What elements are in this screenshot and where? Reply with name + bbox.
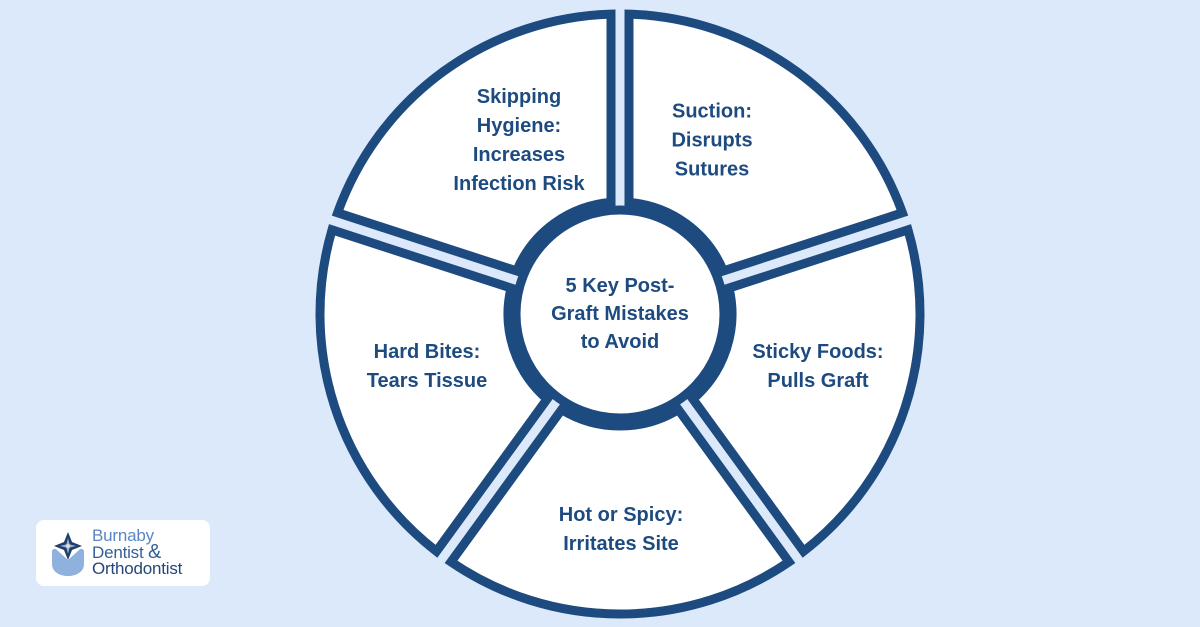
segment-shape-skipping-hygiene <box>331 9 616 277</box>
hub-circle <box>511 205 729 423</box>
segment-shape-sticky-foods <box>686 224 925 558</box>
brand-line-1: Burnaby <box>92 526 154 545</box>
segment-suction: Suction: Disrupts Sutures <box>671 100 753 181</box>
segment-shape-suction <box>624 9 909 277</box>
segment-shape-hard-bites <box>315 224 554 558</box>
hub-title: 5 Key Post- Graft Mistakes to Avoid <box>551 275 689 353</box>
brand-line-2: Dentist & <box>92 541 182 563</box>
brand-logo: Burnaby Dentist & Orthodontist <box>36 520 210 586</box>
brand-ampersand: & <box>148 541 162 563</box>
brand-line-3: Orthodontist <box>92 559 183 578</box>
segment-sticky-foods: Sticky Foods: Pulls Graft <box>752 341 884 392</box>
brand-name: Burnaby Dentist & Orthodontist <box>92 526 183 578</box>
segment-hard-bites: Hard Bites: Tears Tissue <box>366 341 488 392</box>
star-tooth-icon <box>52 532 84 576</box>
segment-skipping-hygiene: Skipping Hygiene: Increases Infection Ri… <box>453 86 585 195</box>
segment-shape-hot-or-spicy <box>444 403 796 619</box>
brand-dentist: Dentist <box>92 543 144 562</box>
segment-hot-or-spicy: Hot or Spicy: Irritates Site <box>558 504 684 555</box>
